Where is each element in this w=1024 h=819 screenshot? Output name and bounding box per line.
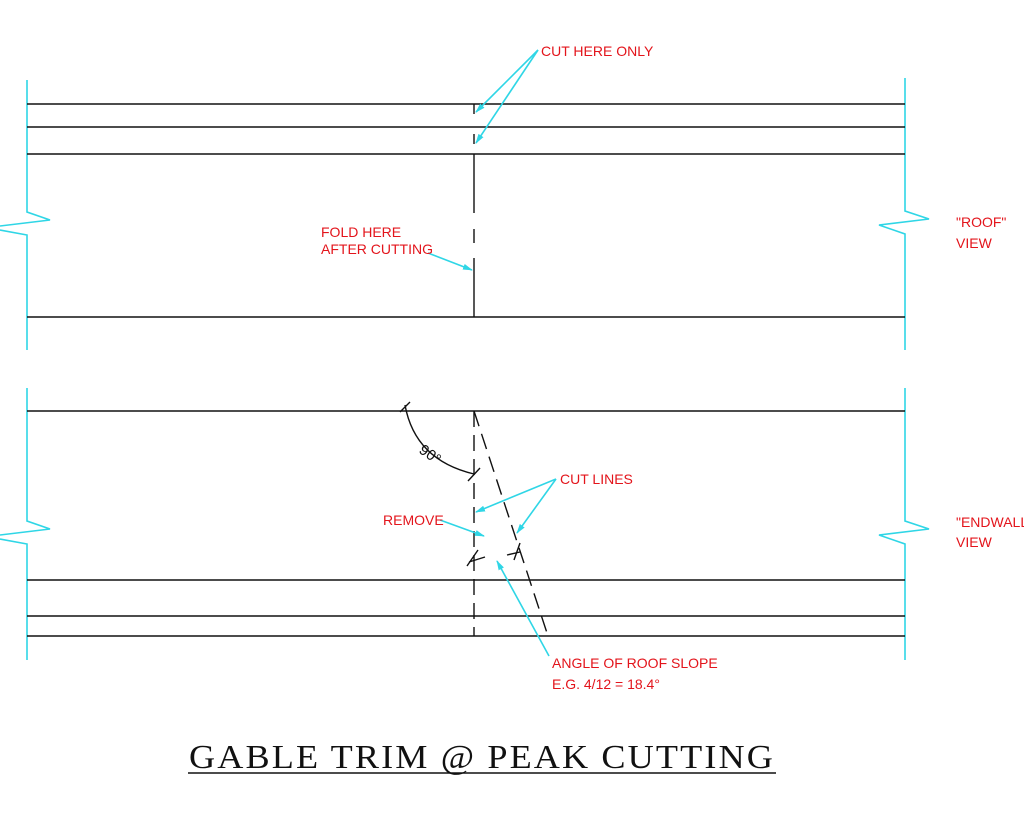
left-break-line [0, 80, 51, 350]
drawing-title: GABLE TRIM @ PEAK CUTTING [189, 739, 775, 776]
endwall-view-label-line1: "ENDWALL" [956, 514, 1024, 530]
cut-here-note: CUT HERE ONLY [541, 43, 654, 59]
fold-leader [427, 252, 473, 271]
endwall-view-label-line2: VIEW [956, 534, 993, 550]
fold-note-line1: FOLD HERE [321, 224, 401, 240]
cut-leader [475, 49, 539, 113]
roof-view-label-line2: VIEW [956, 235, 993, 251]
angle-arc-90 [404, 404, 475, 475]
cut-lines-note: CUT LINES [560, 471, 633, 487]
cut-leader [475, 49, 539, 144]
fold-note-line2: AFTER CUTTING [321, 241, 433, 257]
slope-angle-dim [466, 542, 521, 567]
cut-lines-leader [516, 478, 557, 534]
slope-note-line2: E.G. 4/12 = 18.4° [552, 676, 660, 692]
left-break-line [0, 388, 51, 660]
cut-lines-leader [475, 478, 557, 513]
slope-leader [496, 560, 550, 657]
dim-tick [399, 401, 481, 482]
remove-leader [439, 519, 485, 537]
slope-note-line1: ANGLE OF ROOF SLOPE [552, 655, 718, 671]
endwall-view: 90° CUT LINES REMOVE ANGLE OF ROOF SLOPE… [0, 388, 1024, 692]
slope-cut-line [473, 410, 549, 637]
right-break-line [878, 388, 930, 660]
roof-view: CUT HERE ONLY FOLD HERE AFTER CUTTING "R… [0, 43, 1006, 350]
roof-view-label-line1: "ROOF" [956, 214, 1006, 230]
remove-note: REMOVE [383, 512, 444, 528]
right-break-line [878, 78, 930, 350]
angle-dim-90: 90° [416, 441, 444, 468]
